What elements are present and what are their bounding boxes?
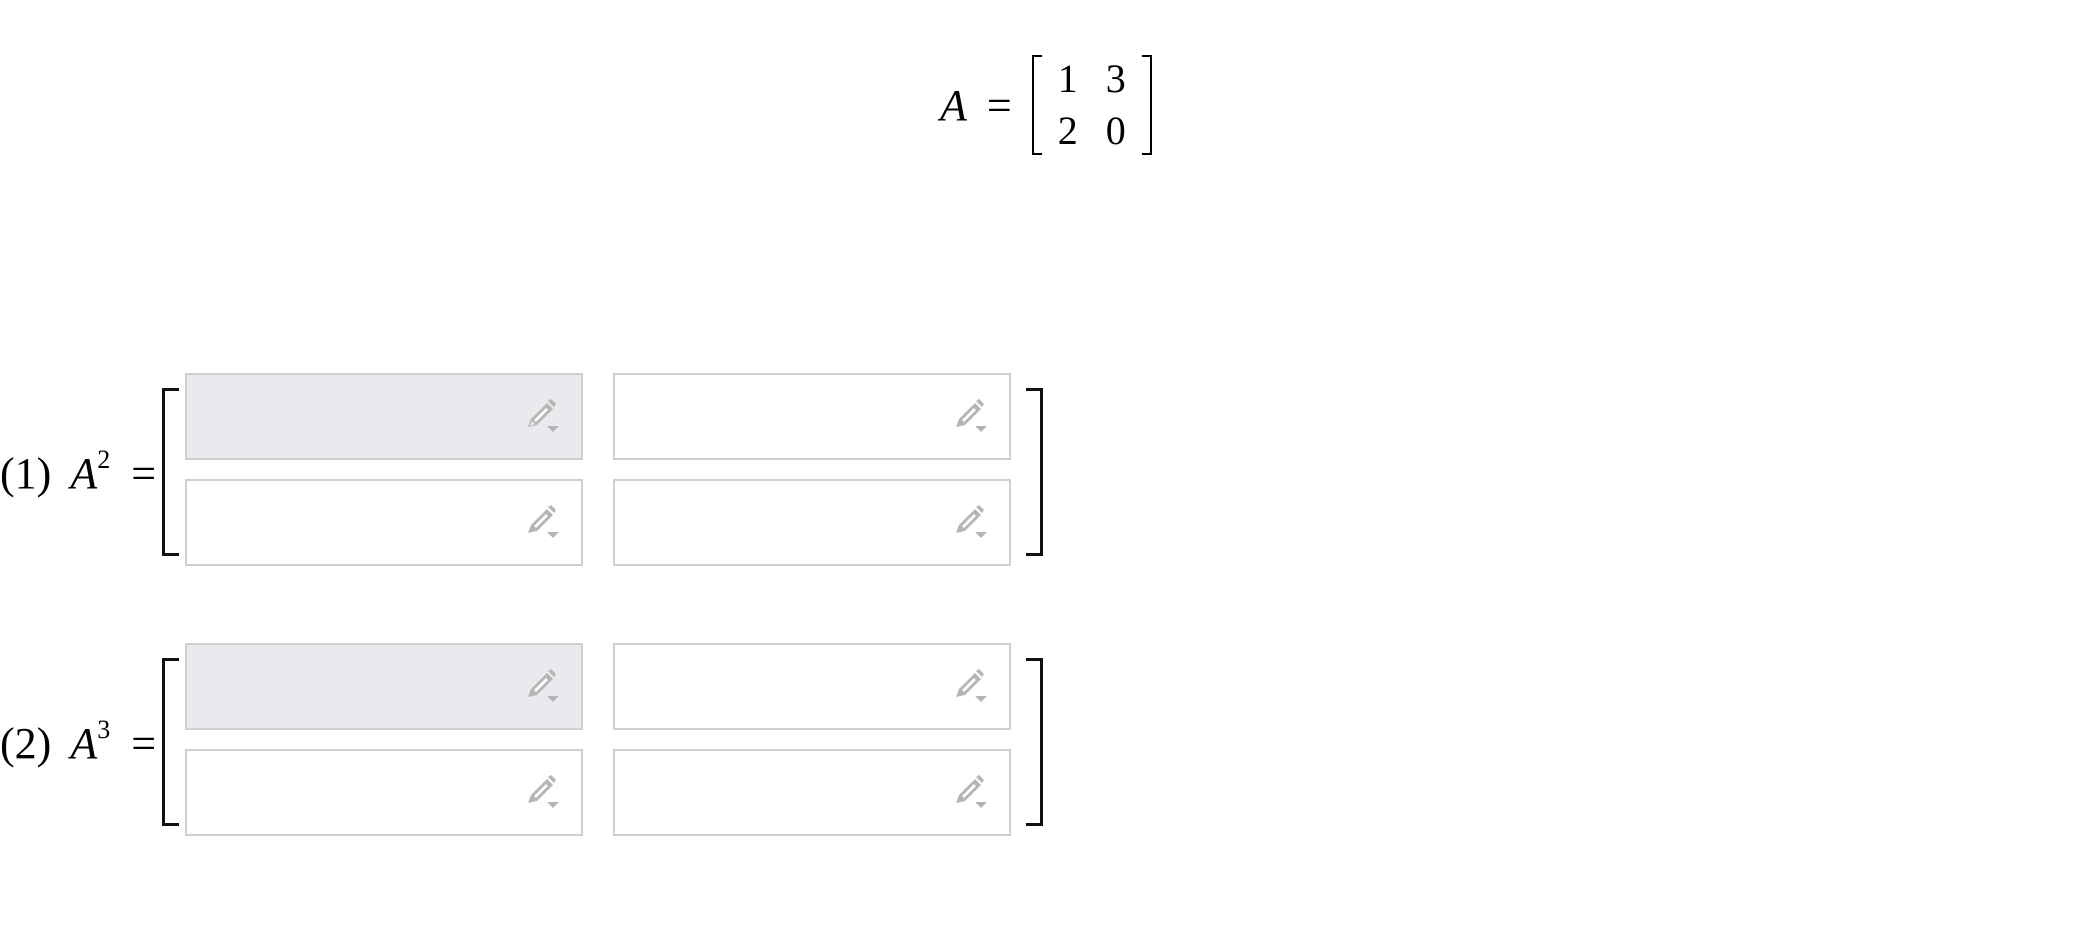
matrix-entry: 1: [1057, 56, 1078, 101]
answer-cell-r1c2[interactable]: [613, 643, 1011, 730]
problem-label: (2) A3 =: [0, 715, 157, 769]
answer-cell-r1c1[interactable]: [185, 643, 583, 730]
matrix-entry: 3: [1105, 56, 1126, 101]
pencil-dropdown-icon[interactable]: [525, 669, 561, 705]
given-matrix-definition: A = 1 3 2 0: [940, 50, 1152, 160]
answer-cell-r2c1[interactable]: [185, 479, 583, 566]
pencil-dropdown-icon[interactable]: [953, 669, 989, 705]
pencil-dropdown-icon[interactable]: [953, 399, 989, 435]
right-bracket: [1026, 388, 1043, 556]
answer-cell-r2c2[interactable]: [613, 479, 1011, 566]
matrix-A: 1 3 2 0: [1031, 53, 1152, 157]
equals-sign: =: [131, 449, 157, 498]
pencil-dropdown-icon[interactable]: [525, 775, 561, 811]
pencil-dropdown-icon[interactable]: [953, 775, 989, 811]
problem-number: (2): [0, 719, 52, 768]
exponent: 3: [97, 715, 111, 745]
pencil-dropdown-icon[interactable]: [953, 505, 989, 541]
answer-cell-r2c2[interactable]: [613, 749, 1011, 836]
pencil-dropdown-icon[interactable]: [525, 399, 561, 435]
right-bracket: [1026, 658, 1043, 826]
matrix-entry: 2: [1057, 108, 1078, 153]
equals-sign: =: [986, 80, 1012, 130]
exponent: 2: [97, 445, 111, 475]
matrix-entry: 0: [1105, 108, 1126, 153]
problem-number: (1): [0, 449, 52, 498]
pencil-dropdown-icon[interactable]: [525, 505, 561, 541]
answer-cell-r1c1[interactable]: [185, 373, 583, 460]
equals-sign: =: [131, 719, 157, 768]
answer-cell-r2c1[interactable]: [185, 749, 583, 836]
matrix-base: A: [70, 719, 98, 768]
left-bracket: [162, 388, 179, 556]
matrix-variable: A: [940, 80, 967, 130]
matrix-base: A: [70, 449, 98, 498]
left-bracket: [162, 658, 179, 826]
problem-label: (1) A2 =: [0, 445, 157, 499]
answer-cell-r1c2[interactable]: [613, 373, 1011, 460]
